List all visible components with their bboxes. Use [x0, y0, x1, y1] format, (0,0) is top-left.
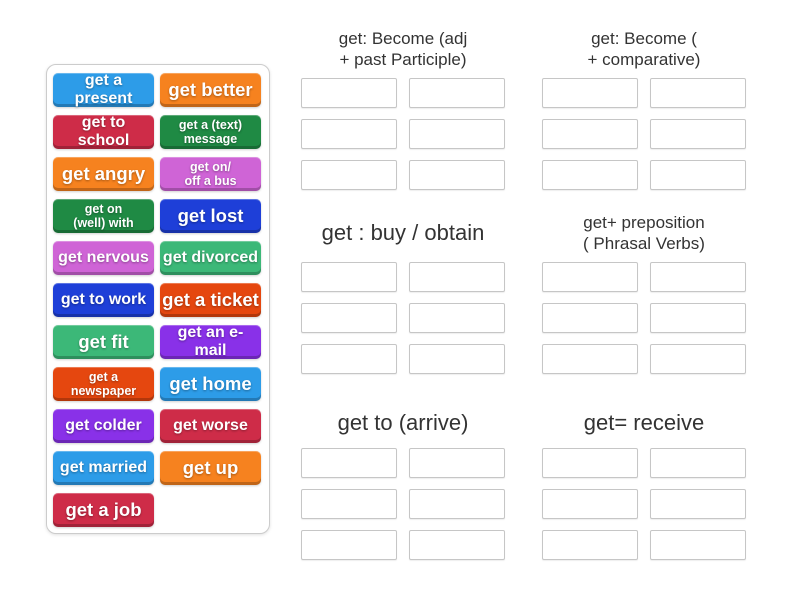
- tile-get-up[interactable]: get up: [160, 451, 261, 485]
- tile-get-angry[interactable]: get angry: [53, 157, 154, 191]
- bank-column-2: get better get a (text) message get on/ of…: [160, 73, 261, 527]
- tile-get-a-text-message[interactable]: get a (text) message: [160, 115, 261, 149]
- empty-slot[interactable]: [542, 489, 638, 519]
- empty-slot[interactable]: [409, 530, 505, 560]
- category-group-get-receive: get= receive: [542, 398, 746, 560]
- empty-slot[interactable]: [409, 160, 505, 190]
- slot-grid: [301, 448, 505, 560]
- empty-slot[interactable]: [301, 160, 397, 190]
- empty-slot[interactable]: [301, 344, 397, 374]
- empty-slot[interactable]: [650, 119, 746, 149]
- tile-get-to-school[interactable]: get to school: [53, 114, 154, 149]
- slot-grid: [301, 262, 505, 374]
- empty-slot[interactable]: [650, 448, 746, 478]
- empty-slot[interactable]: [650, 489, 746, 519]
- tile-get-home[interactable]: get home: [160, 367, 261, 401]
- empty-slot[interactable]: [650, 303, 746, 333]
- tile-get-an-e-mail[interactable]: get an e-mail: [160, 324, 261, 359]
- category-group-preposition-phrasal-verbs: get+ preposition ( Phrasal Verbs): [542, 204, 746, 374]
- empty-slot[interactable]: [542, 448, 638, 478]
- empty-slot[interactable]: [542, 262, 638, 292]
- empty-slot[interactable]: [409, 119, 505, 149]
- empty-slot[interactable]: [542, 160, 638, 190]
- category-group-buy-obtain: get : buy / obtain: [301, 204, 505, 374]
- tile-get-colder[interactable]: get colder: [53, 409, 154, 443]
- empty-slot[interactable]: [301, 262, 397, 292]
- tile-get-married[interactable]: get married: [53, 451, 154, 485]
- category-title: get to (arrive): [337, 410, 469, 436]
- category-title: get: Become ( + comparative): [587, 28, 701, 69]
- tile-get-a-ticket[interactable]: get a ticket: [160, 283, 261, 317]
- empty-slot[interactable]: [409, 262, 505, 292]
- bank-column-1: get a present get to school get angry get o…: [53, 72, 154, 527]
- empty-slot[interactable]: [650, 160, 746, 190]
- tile-get-better[interactable]: get better: [160, 73, 261, 107]
- slot-grid: [542, 78, 746, 190]
- empty-slot[interactable]: [301, 78, 397, 108]
- empty-slot[interactable]: [409, 448, 505, 478]
- empty-slot[interactable]: [542, 119, 638, 149]
- empty-slot[interactable]: [409, 344, 505, 374]
- empty-slot[interactable]: [542, 78, 638, 108]
- slot-grid: [542, 448, 746, 560]
- slot-grid: [542, 262, 746, 374]
- slot-grid: [301, 78, 505, 190]
- empty-slot[interactable]: [409, 489, 505, 519]
- tile-get-lost[interactable]: get lost: [160, 199, 261, 233]
- tile-get-a-newspaper[interactable]: get a newspaper: [53, 367, 154, 401]
- tile-get-worse[interactable]: get worse: [160, 409, 261, 443]
- empty-slot[interactable]: [650, 344, 746, 374]
- tile-get-nervous[interactable]: get nervous: [53, 241, 154, 275]
- empty-slot[interactable]: [409, 303, 505, 333]
- empty-slot[interactable]: [650, 262, 746, 292]
- empty-slot[interactable]: [542, 303, 638, 333]
- empty-slot[interactable]: [301, 119, 397, 149]
- empty-slot[interactable]: [301, 489, 397, 519]
- tile-get-fit[interactable]: get fit: [53, 325, 154, 359]
- category-group-become-past-participle: get: Become (adj + past Participle): [301, 20, 505, 190]
- empty-slot[interactable]: [301, 448, 397, 478]
- tile-get-on-off-a-bus[interactable]: get on/ off a bus: [160, 157, 261, 191]
- empty-slot[interactable]: [650, 530, 746, 560]
- category-title: get: Become (adj + past Participle): [338, 28, 468, 69]
- empty-slot[interactable]: [301, 303, 397, 333]
- category-title: get= receive: [583, 410, 705, 436]
- category-group-get-to-arrive: get to (arrive): [301, 398, 505, 560]
- tile-get-divorced[interactable]: get divorced: [160, 241, 261, 275]
- tile-get-on-well-with[interactable]: get on (well) with: [53, 199, 154, 233]
- category-title: get : buy / obtain: [321, 220, 485, 246]
- empty-slot[interactable]: [409, 78, 505, 108]
- tile-get-a-job[interactable]: get a job: [53, 493, 154, 527]
- category-title: get+ preposition ( Phrasal Verbs): [583, 212, 705, 253]
- tile-get-to-work[interactable]: get to work: [53, 283, 154, 317]
- category-group-become-comparative: get: Become ( + comparative): [542, 20, 746, 190]
- tile-get-a-present[interactable]: get a present: [53, 72, 154, 107]
- empty-slot[interactable]: [542, 344, 638, 374]
- empty-slot[interactable]: [301, 530, 397, 560]
- empty-slot[interactable]: [650, 78, 746, 108]
- empty-slot[interactable]: [542, 530, 638, 560]
